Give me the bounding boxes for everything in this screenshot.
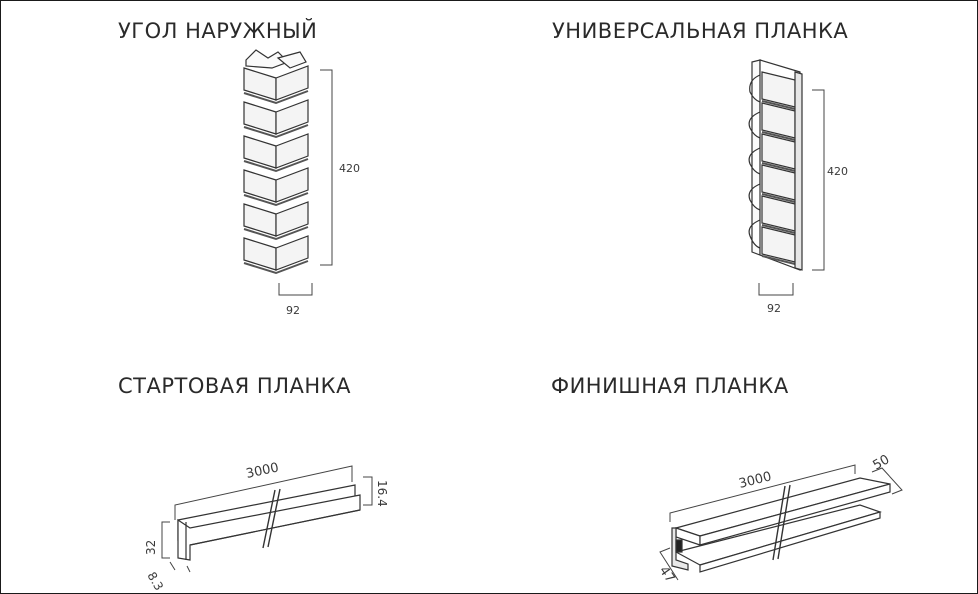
universal-joint (761, 224, 796, 234)
starter-strip-lip-label: 16.4 (375, 480, 389, 507)
outer-corner-title: УГОЛ НАРУЖНЫЙ (118, 19, 318, 43)
corner-brick-right (275, 201, 309, 237)
corner-brick-right (275, 65, 309, 101)
universal-strip-dimensions (758, 89, 825, 296)
universal-strip-drawing (748, 59, 803, 271)
corner-brick-right (275, 167, 309, 203)
corner-joint (243, 192, 309, 207)
outer-corner-dimensions (278, 69, 333, 296)
outer-corner-height-label: 420 (339, 162, 360, 175)
outer-corner-drawing (243, 49, 309, 275)
universal-joint (761, 100, 796, 110)
corner-brick-right (275, 133, 309, 169)
outer-corner-width-label: 92 (286, 304, 300, 317)
finish-strip-width-label: 50 (871, 452, 893, 473)
universal-joint (761, 255, 796, 265)
corner-joint (243, 226, 309, 241)
starter-strip-height-label: 32 (144, 540, 158, 555)
corner-brick-right (275, 99, 309, 135)
starter-strip-dimensions (161, 465, 373, 573)
starter-strip-drawing (177, 484, 361, 561)
universal-strip-width-label: 92 (767, 302, 781, 315)
starter-strip-depth-label: 8.3 (144, 570, 166, 594)
universal-joint (761, 162, 796, 172)
corner-brick-right (275, 235, 309, 271)
universal-joint (761, 131, 796, 141)
starter-strip-title: СТАРТОВАЯ ПЛАНКА (118, 374, 351, 398)
finish-strip-dimensions (659, 464, 903, 581)
corner-joint (243, 158, 309, 173)
corner-joint (243, 124, 309, 139)
finish-strip-title: ФИНИШНАЯ ПЛАНКА (551, 374, 789, 398)
corner-joint (243, 90, 309, 105)
finish-strip-length-label: 3000 (737, 469, 773, 492)
corner-joint (243, 260, 309, 275)
starter-strip-length-label: 3000 (245, 460, 280, 482)
universal-strip-title: УНИВЕРСАЛЬНАЯ ПЛАНКА (552, 19, 849, 43)
universal-strip-height-label: 420 (827, 165, 848, 178)
finish-strip-drawing (671, 477, 891, 573)
universal-joint (761, 193, 796, 203)
